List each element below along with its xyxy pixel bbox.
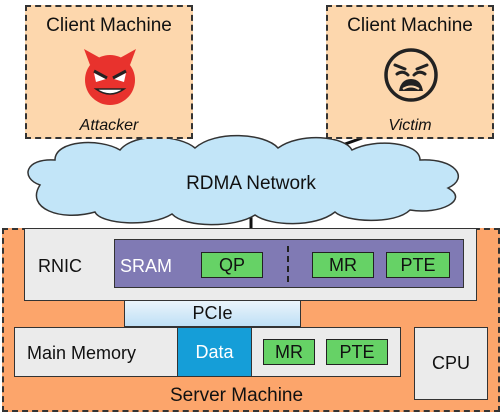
devil-face-icon — [84, 49, 136, 105]
client-role: Victim — [388, 117, 432, 134]
client-role: Attacker — [79, 117, 139, 134]
client-title: Client Machine — [347, 15, 473, 36]
client-title: Client Machine — [46, 15, 172, 36]
sram-divider — [287, 246, 289, 282]
sram-mr-cell: MR — [312, 252, 374, 278]
crying-face-icon — [384, 48, 438, 102]
main-memory-label: Main Memory — [27, 343, 137, 363]
sram-label: SRAM — [120, 256, 173, 276]
attacker-client-machine: Client Machine Attacker — [25, 5, 193, 139]
data-block: Data — [177, 327, 252, 377]
cpu-box: CPU — [414, 327, 488, 400]
victim-client-machine: Client Machine Victim — [326, 5, 494, 139]
memory-pte-cell: PTE — [326, 339, 388, 365]
memory-mr-cell: MR — [263, 339, 315, 365]
rdma-network-label: RDMA Network — [186, 173, 316, 194]
sram-qp-cell: QP — [201, 252, 263, 278]
cpu-label: CPU — [431, 353, 470, 373]
sram-pte-cell: PTE — [386, 252, 450, 278]
pcie-bus: PCIe — [124, 300, 301, 327]
rnic-label: RNIC — [38, 256, 82, 276]
rdma-network-cloud — [27, 134, 460, 226]
server-machine-label: Server Machine — [170, 385, 304, 406]
